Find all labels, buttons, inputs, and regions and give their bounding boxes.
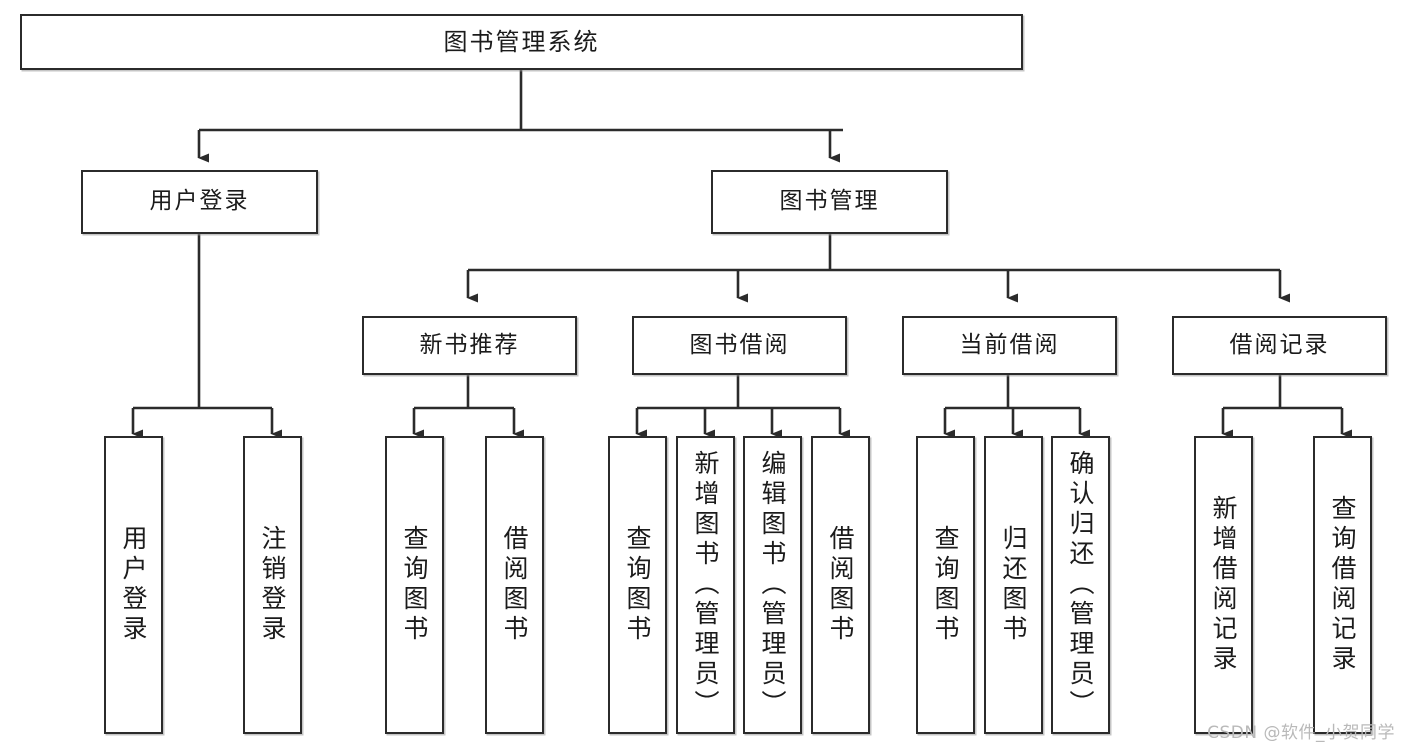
leaf-query-book-borrow[interactable]: 查询图书 <box>608 436 667 734</box>
node-new-book-recommend[interactable]: 新书推荐 <box>362 316 577 375</box>
node-label: 归还图书 <box>999 525 1028 645</box>
node-borrow-records[interactable]: 借阅记录 <box>1172 316 1387 375</box>
node-label: 图书管理系统 <box>443 27 600 56</box>
node-root-system[interactable]: 图书管理系统 <box>20 14 1023 70</box>
node-user-login[interactable]: 用户登录 <box>81 170 318 234</box>
leaf-user-login[interactable]: 用户登录 <box>104 436 163 734</box>
node-label: 查询图书 <box>931 525 960 645</box>
node-label: 新增借阅记录 <box>1209 495 1238 675</box>
leaf-query-book-current[interactable]: 查询图书 <box>916 436 975 734</box>
node-label: 确认归还（管理员） <box>1066 450 1095 720</box>
node-label: 编辑图书（管理员） <box>758 450 787 720</box>
leaf-add-book-admin[interactable]: 新增图书（管理员） <box>676 436 735 734</box>
csdn-watermark: CSDN @软件_小贺同学 <box>1207 723 1395 743</box>
leaf-confirm-return-admin[interactable]: 确认归还（管理员） <box>1051 436 1110 734</box>
node-label: 当前借阅 <box>959 331 1060 358</box>
leaf-logout[interactable]: 注销登录 <box>243 436 302 734</box>
node-label: 借阅图书 <box>826 525 855 645</box>
leaf-borrow-book[interactable]: 借阅图书 <box>811 436 870 734</box>
node-label: 新书推荐 <box>419 331 520 358</box>
node-label: 查询借阅记录 <box>1328 495 1357 675</box>
leaf-query-borrow-record[interactable]: 查询借阅记录 <box>1313 436 1372 734</box>
node-label: 新增图书（管理员） <box>691 450 720 720</box>
node-label: 图书管理 <box>779 188 880 215</box>
node-label: 图书借阅 <box>689 331 790 358</box>
node-label: 用户登录 <box>119 525 148 645</box>
node-label: 用户登录 <box>149 188 250 215</box>
node-label: 注销登录 <box>258 525 287 645</box>
node-label: 查询图书 <box>400 525 429 645</box>
leaf-query-book-recommend[interactable]: 查询图书 <box>385 436 444 734</box>
node-label: 查询图书 <box>623 525 652 645</box>
leaf-borrow-book-recommend[interactable]: 借阅图书 <box>485 436 544 734</box>
node-current-borrow[interactable]: 当前借阅 <box>902 316 1117 375</box>
leaf-edit-book-admin[interactable]: 编辑图书（管理员） <box>743 436 802 734</box>
leaf-add-borrow-record[interactable]: 新增借阅记录 <box>1194 436 1253 734</box>
node-label: 借阅图书 <box>500 525 529 645</box>
node-book-borrow[interactable]: 图书借阅 <box>632 316 847 375</box>
leaf-return-book[interactable]: 归还图书 <box>984 436 1043 734</box>
node-book-management[interactable]: 图书管理 <box>711 170 948 234</box>
node-label: 借阅记录 <box>1229 331 1330 358</box>
